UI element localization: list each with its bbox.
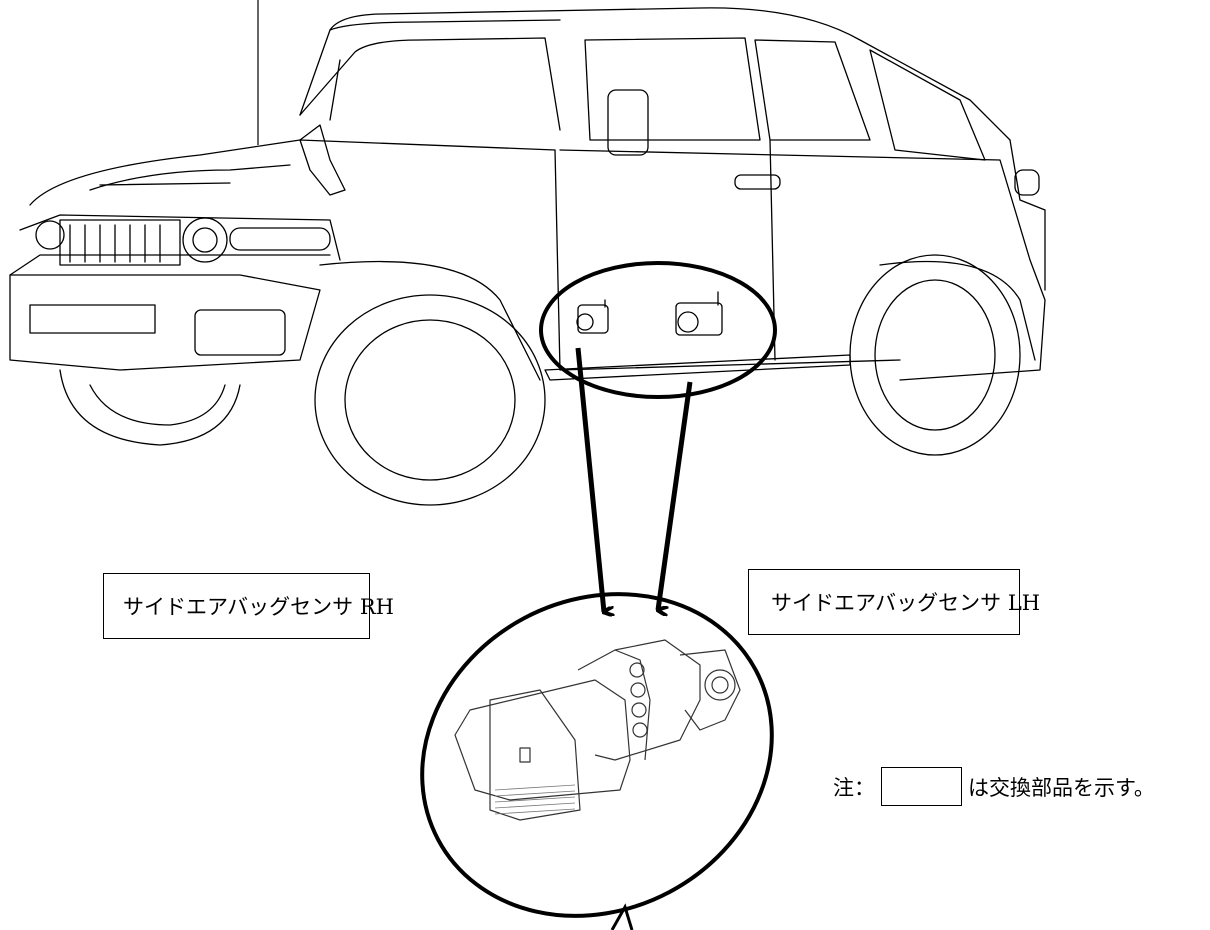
arrow-bottom-stub	[610, 903, 634, 930]
sensor-mark-lh	[675, 291, 723, 336]
sensor-lh-label-box: サイドエアバッグセンサ LH	[748, 569, 1040, 635]
sensor-mark-rh	[576, 299, 609, 334]
arrow-lh	[658, 381, 693, 610]
arrow-rh	[575, 347, 604, 612]
note-suffix: は交換部品を示す。	[968, 775, 1155, 800]
sensor-detail-illustration	[454, 639, 741, 821]
note-prefix: 注：	[833, 775, 875, 800]
replacement-part-swatch	[881, 767, 962, 806]
vehicle-illustration	[9, 7, 1046, 506]
sensor-lh-label: サイドエアバッグセンサ LH	[771, 591, 1041, 615]
sensor-detail-callout	[420, 592, 774, 918]
sensor-location-callout	[539, 261, 777, 399]
sensor-rh-label-box: サイドエアバッグセンサ RH	[103, 573, 394, 639]
sensor-rh-label: サイドエアバッグセンサ RH	[123, 595, 394, 619]
legend-note: 注： は交換部品を示す。	[833, 767, 1155, 806]
